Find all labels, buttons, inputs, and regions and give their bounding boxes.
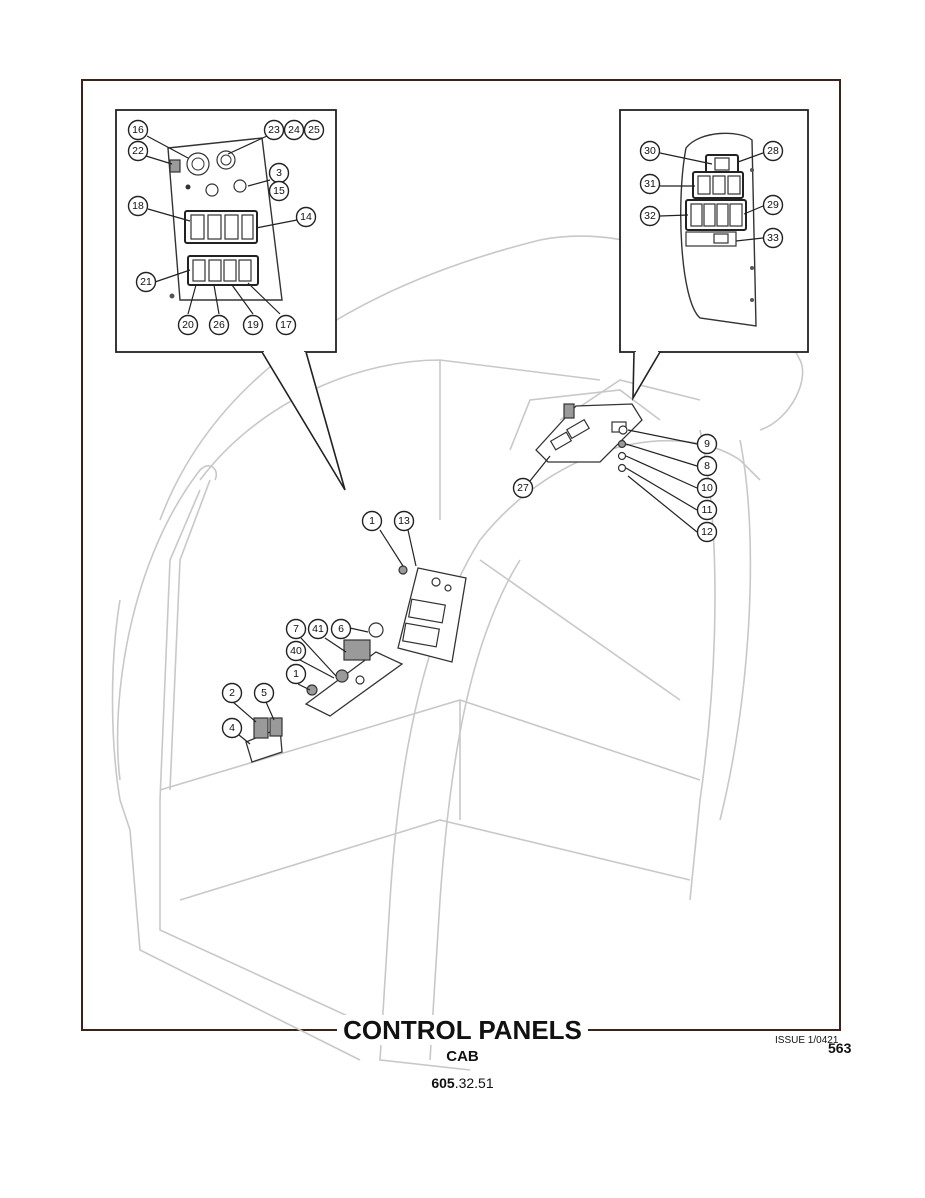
callout-25: 25 <box>303 119 325 141</box>
callout-22: 22 <box>127 140 149 162</box>
callout-17: 17 <box>275 314 297 336</box>
dashboard-panel-right <box>535 403 643 473</box>
svg-text:40: 40 <box>290 645 302 657</box>
svg-text:1: 1 <box>369 515 375 527</box>
callout-1-upper: 1 <box>361 510 383 532</box>
svg-text:25: 25 <box>308 124 320 136</box>
svg-text:19: 19 <box>247 319 259 331</box>
callout-40: 40 <box>285 640 307 662</box>
leader-lines <box>145 135 764 745</box>
callout-41: 41 <box>307 618 329 640</box>
svg-text:29: 29 <box>767 199 779 211</box>
callout-18: 18 <box>127 195 149 217</box>
svg-text:13: 13 <box>398 515 410 527</box>
callout-30: 30 <box>639 140 661 162</box>
callout-33: 33 <box>762 227 784 249</box>
callout-14: 14 <box>295 206 317 228</box>
svg-text:9: 9 <box>704 438 710 450</box>
svg-text:22: 22 <box>132 145 144 157</box>
callout-20: 20 <box>177 314 199 336</box>
callout-6: 6 <box>330 618 352 640</box>
callout-11: 11 <box>696 499 718 521</box>
svg-text:16: 16 <box>132 124 144 136</box>
svg-text:33: 33 <box>767 232 779 244</box>
callout-28: 28 <box>762 140 784 162</box>
svg-text:26: 26 <box>213 319 225 331</box>
callout-27: 27 <box>512 477 534 499</box>
svg-text:18: 18 <box>132 200 144 212</box>
svg-text:14: 14 <box>300 211 312 223</box>
callout-24: 24 <box>283 119 305 141</box>
page-number: 563 <box>828 1040 852 1056</box>
svg-text:21: 21 <box>140 276 152 288</box>
cab-outline <box>111 235 804 1071</box>
svg-text:5: 5 <box>261 687 267 699</box>
console-plate <box>304 622 404 717</box>
svg-text:28: 28 <box>767 145 779 157</box>
svg-text:2: 2 <box>229 687 235 699</box>
callout-19: 19 <box>242 314 264 336</box>
callout-9: 9 <box>696 433 718 455</box>
svg-text:20: 20 <box>182 319 194 331</box>
svg-text:24: 24 <box>288 124 300 136</box>
svg-text:17: 17 <box>280 319 292 331</box>
callout-16: 16 <box>127 119 149 141</box>
callout-8: 8 <box>696 455 718 477</box>
svg-text:23: 23 <box>268 124 280 136</box>
svg-text:4: 4 <box>229 722 235 734</box>
callout-10: 10 <box>696 477 718 499</box>
left-inset <box>115 109 346 491</box>
svg-text:7: 7 <box>293 623 299 635</box>
callout-29: 29 <box>762 194 784 216</box>
callout-21: 21 <box>135 271 157 293</box>
svg-text:30: 30 <box>644 145 656 157</box>
callout-4: 4 <box>221 717 243 739</box>
svg-text:6: 6 <box>338 623 344 635</box>
svg-text:1: 1 <box>293 668 299 680</box>
section-number: 605.32.51 <box>431 1075 494 1091</box>
svg-text:32: 32 <box>644 210 656 222</box>
switch-block-4 <box>245 717 283 763</box>
callout-23: 23 <box>263 119 285 141</box>
issue-label: ISSUE 1/0421 <box>775 1035 839 1046</box>
svg-text:10: 10 <box>701 482 713 494</box>
svg-text:8: 8 <box>704 460 710 472</box>
callout-1-lower: 1 <box>285 663 307 685</box>
diagram-title: CONTROL PANELS <box>0 1015 925 1045</box>
svg-text:41: 41 <box>312 623 324 635</box>
callout-26: 26 <box>208 314 230 336</box>
side-panel-13 <box>397 565 467 663</box>
callout-15: 15 <box>268 180 290 202</box>
svg-text:31: 31 <box>644 178 656 190</box>
svg-text:15: 15 <box>273 185 285 197</box>
svg-text:27: 27 <box>517 482 529 494</box>
callout-31: 31 <box>639 173 661 195</box>
svg-text:11: 11 <box>702 504 713 516</box>
callout-3: 3 <box>268 162 290 184</box>
svg-text:12: 12 <box>701 526 713 538</box>
callout-5: 5 <box>253 682 275 704</box>
diagram-subtitle: CAB <box>446 1048 479 1065</box>
callout-12: 12 <box>696 521 718 543</box>
svg-text:3: 3 <box>276 167 282 179</box>
callout-32: 32 <box>639 205 661 227</box>
callout-2: 2 <box>221 682 243 704</box>
callout-7: 7 <box>285 618 307 640</box>
callout-13: 13 <box>393 510 415 532</box>
